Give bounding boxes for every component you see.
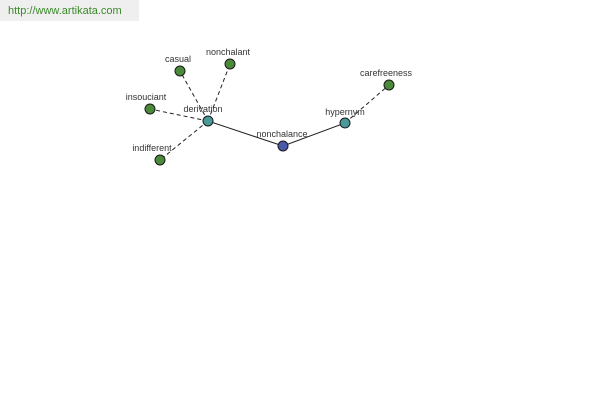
label-derivation: derivation	[183, 104, 222, 114]
edge-nonchalance-hypernym	[282, 122, 346, 147]
label-indifferent: indifferent	[132, 143, 172, 153]
label-hypernym: hypernym	[325, 107, 365, 117]
label-carefreeness: carefreeness	[360, 68, 413, 78]
edge-derivation-indifferent	[159, 120, 209, 161]
label-nonchalance: nonchalance	[256, 129, 307, 139]
node-insouciant[interactable]	[144, 103, 156, 115]
edge-derivation-insouciant	[149, 108, 209, 122]
label-insouciant: insouciant	[126, 92, 167, 102]
site-url-link[interactable]: http://www.artikata.com	[0, 0, 139, 21]
label-nonchalant: nonchalant	[206, 47, 251, 57]
label-casual: casual	[165, 54, 191, 64]
labels-layer: nonchalance derivation hypernym casual nonch…	[126, 47, 413, 153]
node-hypernym[interactable]	[339, 117, 351, 129]
node-carefreeness[interactable]	[383, 79, 395, 91]
node-derivation[interactable]	[202, 115, 214, 127]
node-indifferent[interactable]	[154, 154, 166, 166]
edge-nonchalance-derivation	[207, 120, 284, 147]
edge-derivation-casual	[179, 70, 209, 122]
nodes-layer	[144, 58, 395, 166]
edge-derivation-nonchalant	[207, 63, 231, 122]
edge-hypernym-carefreeness	[344, 84, 390, 124]
node-nonchalance[interactable]	[277, 140, 289, 152]
node-casual[interactable]	[174, 65, 186, 77]
edges-layer	[149, 63, 390, 161]
node-nonchalant[interactable]	[224, 58, 236, 70]
